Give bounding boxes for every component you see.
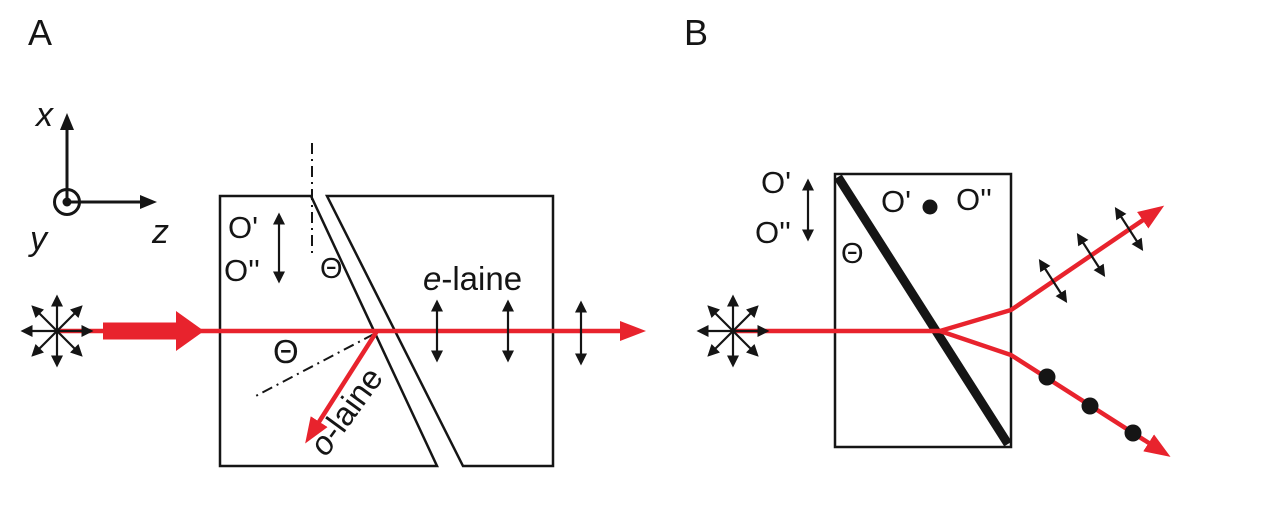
unpolarized-light-icon [20,294,94,368]
panel-b-label: B [684,12,708,53]
prism-b-interface-thick-diagonal [834,174,1012,447]
coordinate-axes: x y z [28,96,169,258]
y-axis-dot [62,197,72,207]
prism-a-right-half [324,194,555,468]
o-ray-beam [305,329,379,444]
upper-beam-polarization-arrows [1038,207,1144,303]
inside-o-prime-label: O' [881,184,911,219]
o-prime-label-b: O' [761,165,791,200]
theta-bottom-label: Θ [273,333,299,370]
o-doubleprime-label-b: O'' [755,215,791,250]
panel-a-label: A [28,12,52,53]
e-ray-polarization-arrows [431,299,587,366]
panel-b: B O' O'' Θ O' O' [684,12,1171,457]
o-doubleprime-label: O'' [224,253,260,288]
upper-split-beam [939,205,1165,334]
prism-a-left-half [218,194,439,468]
polarization-dot [1081,397,1099,415]
inside-o-doubleprime-label: O'' [956,182,992,217]
lower-beam-polarization-dots [1038,368,1142,442]
y-axis-out-of-plane-icon [53,188,81,216]
lower-split-beam [939,328,1171,457]
unpolarized-light-icon-b [696,294,770,368]
inside-polarization-legend-b: O' O'' [881,182,992,219]
axis-x-label: x [34,96,54,134]
axis-y-label: y [28,220,49,258]
theta-top-label: Θ [320,253,343,285]
out-of-plane-dot-icon [922,199,938,215]
theta-label-b: Θ [841,238,864,270]
o-prime-label: O' [228,210,258,245]
e-ray-name-label: e-laine [423,260,522,297]
panel-a: A x y z [20,12,646,468]
o-ray-name-label: o-laine [302,360,390,462]
entrance-polarization-legend-a: O' O'' [224,210,285,288]
entrance-polarization-legend-b: O' O'' [755,165,814,250]
axis-z-label: z [151,213,169,251]
polarization-dot [1124,424,1142,442]
incident-beam-fat-arrow [103,311,204,351]
polarization-dot [1038,368,1056,386]
